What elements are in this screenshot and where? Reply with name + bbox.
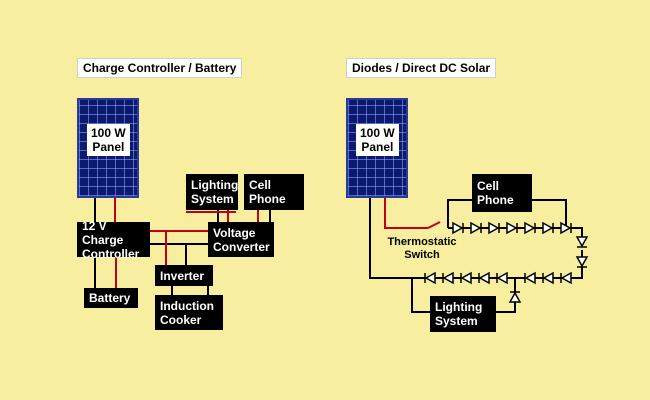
- battery-box: Battery: [84, 288, 138, 308]
- diode-12: [524, 271, 536, 285]
- charge-controller-box: 12 V Charge Controller: [77, 219, 150, 261]
- diode-string-bottom: [424, 271, 572, 285]
- thermostatic-switch-label: Thermostatic Switch: [387, 236, 457, 261]
- left-panel-label: 100 W Panel: [87, 124, 130, 156]
- diode-4: [506, 221, 518, 235]
- panel-red-to-switch: [384, 198, 428, 229]
- right-solar-panel: 100 W Panel: [346, 98, 408, 198]
- diode-15: [460, 271, 472, 285]
- voltage-converter-box: Voltage Converter: [208, 222, 274, 257]
- left-solar-panel: 100 W Panel: [77, 98, 139, 198]
- diode-2: [470, 221, 482, 235]
- diode-10: [560, 271, 572, 285]
- diode-18: [508, 291, 522, 303]
- diode-6: [542, 221, 554, 235]
- diode-string-lamp: [508, 291, 522, 303]
- diode-1: [452, 221, 464, 235]
- right-diagram-title: Diodes / Direct DC Solar: [346, 58, 497, 78]
- diode-11: [542, 271, 554, 285]
- left-wires: [94, 198, 271, 295]
- diode-13: [496, 271, 508, 285]
- lamp-loop-right: [496, 278, 516, 313]
- phone-bypass: [447, 199, 472, 228]
- diode-5: [524, 221, 536, 235]
- diode-8: [575, 236, 589, 248]
- diode-string-top: [452, 221, 572, 235]
- switch-blade: [427, 221, 441, 229]
- diode-7: [560, 221, 572, 235]
- diode-9: [575, 256, 589, 268]
- cell-phone-box-left: Cell Phone: [244, 174, 304, 210]
- right-panel-label: 100 W Panel: [356, 124, 399, 156]
- diode-14: [478, 271, 490, 285]
- phone-bypass-right: [532, 199, 567, 228]
- diode-3: [488, 221, 500, 235]
- diode-17: [424, 271, 436, 285]
- diode-16: [442, 271, 454, 285]
- diode-string-riser: [575, 236, 589, 268]
- induction-cooker-box: Induction Cooker: [155, 295, 223, 330]
- cell-phone-box-right: Cell Phone: [472, 174, 532, 212]
- lighting-system-box-right: Lighting System: [430, 296, 496, 332]
- panel-black-return: [369, 198, 412, 279]
- lighting-system-box-left: Lighting System: [186, 174, 238, 210]
- left-diagram-title: Charge Controller / Battery: [77, 58, 243, 78]
- inverter-box: Inverter: [155, 265, 213, 286]
- lamp-loop: [411, 278, 430, 313]
